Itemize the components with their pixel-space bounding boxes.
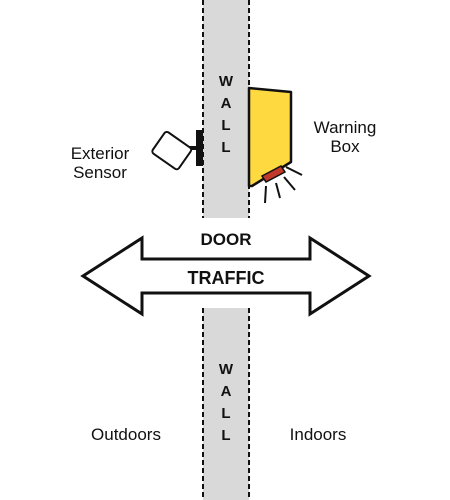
wall-lower-fill — [203, 308, 249, 500]
exterior-sensor-label-line1: Exterior — [71, 144, 130, 163]
wall-lower-letter: A — [221, 383, 232, 400]
warning-light — [260, 165, 287, 183]
wall-upper-letter: W — [219, 73, 234, 90]
light-ray — [264, 185, 267, 204]
wall-upper: W A L L — [202, 0, 250, 218]
traffic-label: TRAFFIC — [188, 268, 265, 288]
wall-upper-fill — [203, 0, 249, 218]
wall-upper-letter: L — [221, 139, 230, 156]
light-ray — [285, 166, 303, 176]
traffic-arrow — [80, 235, 372, 317]
warning-box-label-line2: Box — [330, 137, 360, 156]
wall-lower-letter: L — [221, 427, 230, 444]
light-ray — [275, 182, 281, 199]
indoors-label: Indoors — [290, 425, 347, 444]
outdoors-label: Outdoors — [91, 425, 161, 444]
sensor-head — [151, 130, 193, 171]
exterior-sensor-label-line2: Sensor — [73, 163, 127, 182]
wall-lower-letter: L — [221, 405, 230, 422]
wall-lower-letter: W — [219, 361, 234, 378]
sensor-icon — [151, 130, 203, 171]
wall-lower: W A L L — [202, 308, 250, 500]
double-arrow-icon — [80, 235, 372, 317]
warning-box-icon — [247, 86, 303, 204]
door-label: DOOR — [201, 230, 252, 249]
warning-box-label-line1: Warning — [314, 118, 377, 137]
light-ray — [283, 176, 296, 191]
wall-upper-letter: A — [221, 95, 232, 112]
wall-upper-letter: L — [221, 117, 230, 134]
sensor-mount-plate — [196, 130, 203, 166]
